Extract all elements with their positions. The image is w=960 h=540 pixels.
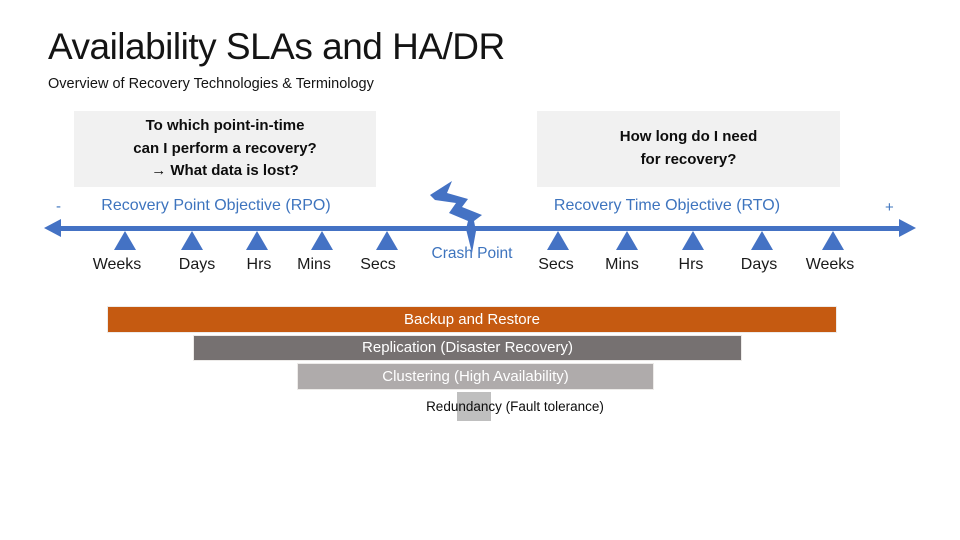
tick-label-hrs-right: Hrs: [678, 256, 704, 273]
tick-triangle-icon: [822, 231, 844, 250]
tick-triangle-icon: [682, 231, 704, 250]
tick-label-weeks-right: Weeks: [805, 256, 855, 273]
crash-point-label: Crash Point: [431, 245, 513, 262]
tick-triangle-icon: [114, 231, 136, 250]
tick-label-days-left: Days: [178, 256, 216, 273]
plus-sign: +: [885, 199, 894, 216]
tick-label-mins-left: Mins: [297, 256, 331, 273]
bar-backup-and-restore: Backup and Restore: [107, 306, 837, 333]
rto-question-box: How long do I need for recovery?: [537, 111, 840, 187]
arrow-right-icon: [899, 219, 916, 237]
tick-label-hrs-left: Hrs: [246, 256, 272, 273]
rto-question-line1: How long do I need: [619, 128, 758, 146]
arrow-left-icon: [44, 219, 61, 237]
tick-label-weeks-left: Weeks: [92, 256, 142, 273]
rpo-label: Recovery Point Objective (RPO): [101, 197, 331, 214]
bar-replication: Replication (Disaster Recovery): [193, 335, 742, 361]
tick-triangle-icon: [376, 231, 398, 250]
rpo-question-line3: → What data is lost?: [151, 162, 299, 180]
tick-label-secs-right: Secs: [538, 256, 574, 273]
redundancy-label: Redundancy (Fault tolerance): [426, 399, 604, 414]
rto-question-line2: for recovery?: [640, 151, 737, 168]
rpo-question-line2: can I perform a recovery?: [133, 139, 317, 157]
tick-triangle-icon: [547, 231, 569, 250]
tick-label-secs-left: Secs: [360, 256, 396, 273]
rpo-question-box: To which point-in-time can I perform a r…: [74, 111, 376, 187]
lightning-bolt-icon: [430, 181, 482, 253]
tick-label-mins-right: Mins: [605, 256, 639, 273]
bar-clustering: Clustering (High Availability): [297, 363, 654, 390]
minus-sign: -: [56, 198, 61, 215]
tick-triangle-icon: [311, 231, 333, 250]
tick-triangle-icon: [246, 231, 268, 250]
bar-redundancy: [457, 392, 491, 421]
rto-label: Recovery Time Objective (RTO): [553, 197, 781, 214]
page-title: Availability SLAs and HA/DR: [48, 26, 505, 67]
tick-triangle-icon: [181, 231, 203, 250]
rpo-question-line1: To which point-in-time: [145, 116, 305, 134]
page-subtitle: Overview of Recovery Technologies & Term…: [48, 76, 374, 92]
tick-triangle-icon: [751, 231, 773, 250]
timeline-axis: [58, 226, 904, 231]
tick-triangle-icon: [616, 231, 638, 250]
tick-label-days-right: Days: [740, 256, 778, 273]
